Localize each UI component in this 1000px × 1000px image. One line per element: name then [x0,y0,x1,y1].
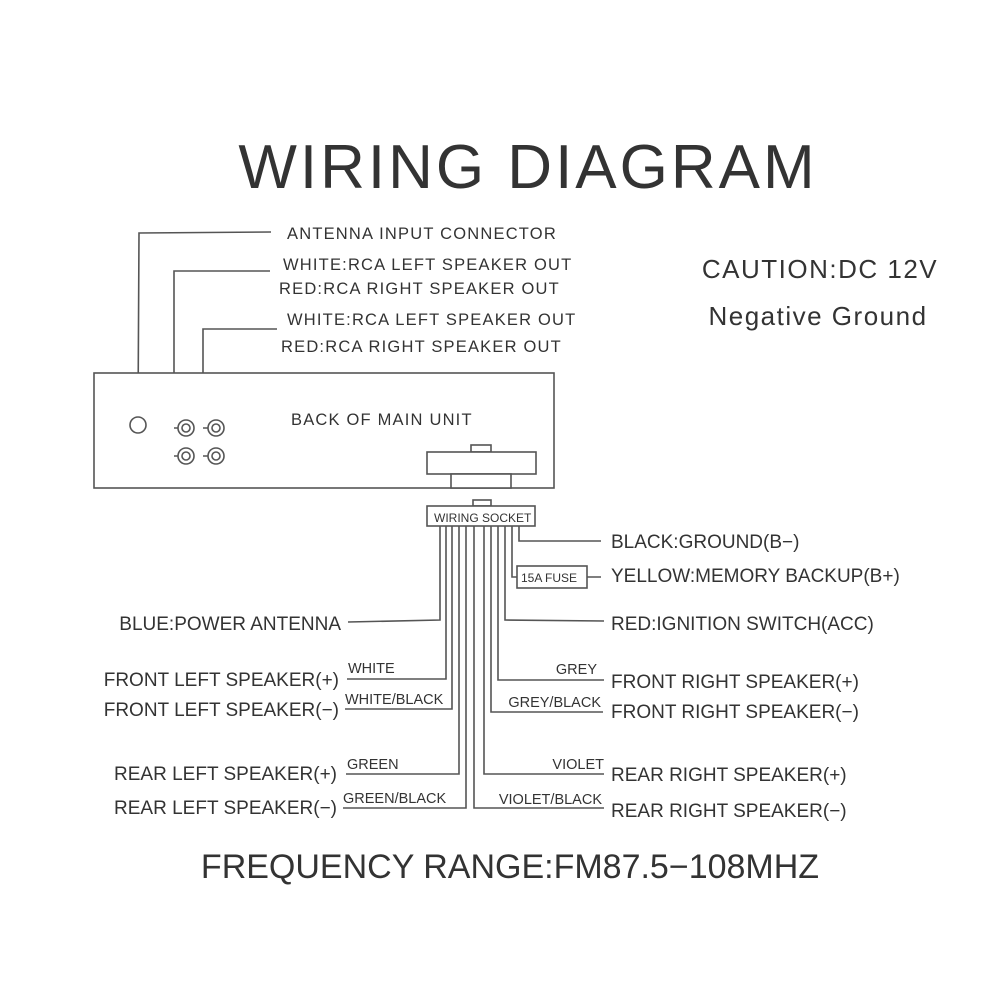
caution-voltage: CAUTION:DC 12V [702,254,938,284]
wire-violet-rear-right-pos [483,526,604,775]
label-black-ground: BLACK:GROUND(B−) [611,532,799,553]
wire-black-ground [518,526,601,542]
frequency-range: FREQUENCY RANGE:FM87.5−108MHZ [201,848,819,886]
wire-label-grey: GREY [556,662,597,678]
wiring-socket-plug-icon [426,499,536,527]
wire-white-black-front-left-neg [345,526,453,710]
label-blue-power-antenna: BLUE:POWER ANTENNA [119,614,341,635]
wire-green-rear-left-pos [346,526,460,775]
label-front-right-pos: FRONT RIGHT SPEAKER(+) [611,672,859,693]
label-front-left-neg: FRONT LEFT SPEAKER(−) [104,700,339,721]
rca1-leader-line [173,270,270,420]
wire-label-violet: VIOLET [552,757,604,773]
wire-grey-black-front-right-neg [490,526,603,713]
label-antenna-input: ANTENNA INPUT CONNECTOR [287,225,557,243]
label-rear-right-pos: REAR RIGHT SPEAKER(+) [611,765,847,786]
wire-violet-black-rear-right-neg [473,526,604,809]
fuse-box [516,565,588,589]
wiring-socket-label: WIRING SOCKET [434,511,532,525]
wire-label-white-black: WHITE/BLACK [345,692,444,708]
label-rear-left-neg: REAR LEFT SPEAKER(−) [114,798,337,819]
wire-label-grey-black: GREY/BLACK [508,695,601,711]
label-front-left-pos: FRONT LEFT SPEAKER(+) [104,670,339,691]
diagram-title: WIRING DIAGRAM [238,133,817,202]
label-rear-right-neg: REAR RIGHT SPEAKER(−) [611,801,847,822]
antenna-jack-icon [129,416,147,434]
wire-label-white: WHITE [348,661,395,677]
label-front-right-neg: FRONT RIGHT SPEAKER(−) [611,702,859,723]
label-rca1-white: WHITE:RCA LEFT SPEAKER OUT [283,256,572,274]
main-unit-socket-icon [426,444,537,489]
label-rear-left-pos: REAR LEFT SPEAKER(+) [114,764,337,785]
label-red-ignition: RED:IGNITION SWITCH(ACC) [611,614,874,635]
wire-white-front-left-pos [347,526,447,680]
wire-grey-front-right-pos [497,526,604,681]
rca-jack-stub [174,427,208,457]
wire-label-violet-black: VIOLET/BLACK [499,792,602,808]
main-unit-label: BACK OF MAIN UNIT [291,411,473,429]
wire-label-green-black: GREEN/BLACK [343,791,446,807]
label-rca2-white: WHITE:RCA LEFT SPEAKER OUT [287,311,576,329]
wire-green-black-rear-left-neg [343,526,467,809]
wire-red-ignition [504,526,605,622]
label-rca2-red: RED:RCA RIGHT SPEAKER OUT [281,338,562,356]
wire-blue-power-antenna [347,526,441,623]
wire-label-green: GREEN [347,757,399,773]
wire-yellow-memory [511,526,601,578]
antenna-leader-line [137,231,272,419]
label-rca1-red: RED:RCA RIGHT SPEAKER OUT [279,280,560,298]
label-yellow-memory: YELLOW:MEMORY BACKUP(B+) [611,566,900,587]
caution-ground: Negative Ground [708,301,927,331]
fuse-label: 15A FUSE [521,571,577,585]
